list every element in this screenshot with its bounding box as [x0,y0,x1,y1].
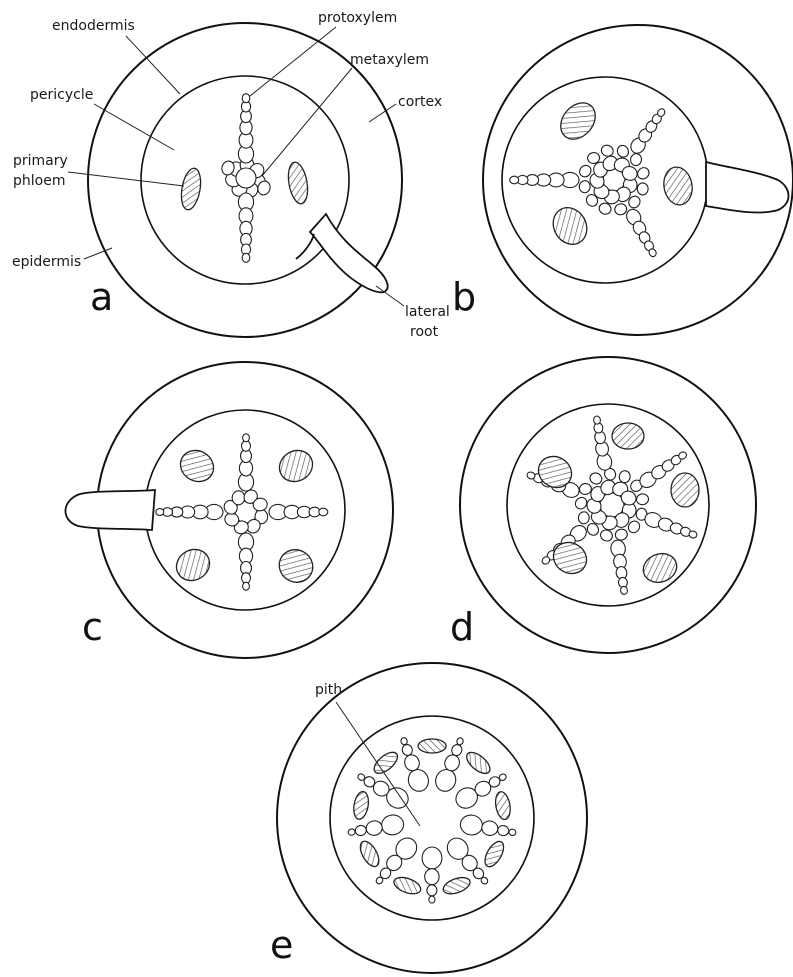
xylem-cell [579,180,591,193]
phloem-strand [418,739,446,753]
xylem-cell [242,94,250,103]
panel-letter-e: e [270,923,293,967]
label-pith: pith [315,682,342,698]
panel-letter-d: d [450,605,474,649]
panel-letter-b: b [452,275,476,319]
xylem-cell [425,869,439,885]
label-pericycle: pericycle [30,87,93,103]
xylem-cell [243,582,250,590]
xylem-cell [620,586,628,595]
xylem-cell [243,434,250,442]
xylem-cell [510,176,519,184]
panel-d-phloem-1 [612,423,644,449]
label-protoxylem: protoxylem [318,10,397,26]
xylem-cell [156,509,164,516]
panel-d-phloem-3 [671,473,699,507]
panel-b: b [452,25,793,335]
xylem-cell [242,253,250,262]
label-root: root [410,324,439,340]
xylem-cell [319,508,328,516]
xylem-cell [508,829,516,836]
label-metaxylem: metaxylem [350,52,429,68]
xylem-cell [578,511,590,524]
panel-c-lateral-root [65,490,155,530]
label-lateral: lateral [405,304,450,320]
xylem-cell [422,847,442,869]
xylem-cell [637,183,648,195]
leader-lateral-root [376,286,404,306]
xylem-cell [348,828,356,835]
label-endodermis: endodermis [52,18,135,34]
panel-letter-a: a [90,275,113,319]
xylem-cell [429,896,435,903]
metaxylem-cell [236,168,256,188]
label-primary: primary [13,153,68,169]
metaxylem-cell [232,490,246,505]
label-phloem: phloem [13,173,65,189]
panel-d: d [450,357,756,653]
panel-letter-c: c [82,605,103,649]
panel-a: endodermis protoxylem metaxylem pericycl… [12,10,450,340]
xylem-cell [427,885,437,896]
panel-c: c [65,362,393,658]
panel-e: pith e [270,663,587,973]
label-cortex: cortex [398,94,442,110]
label-epidermis: epidermis [12,254,81,270]
